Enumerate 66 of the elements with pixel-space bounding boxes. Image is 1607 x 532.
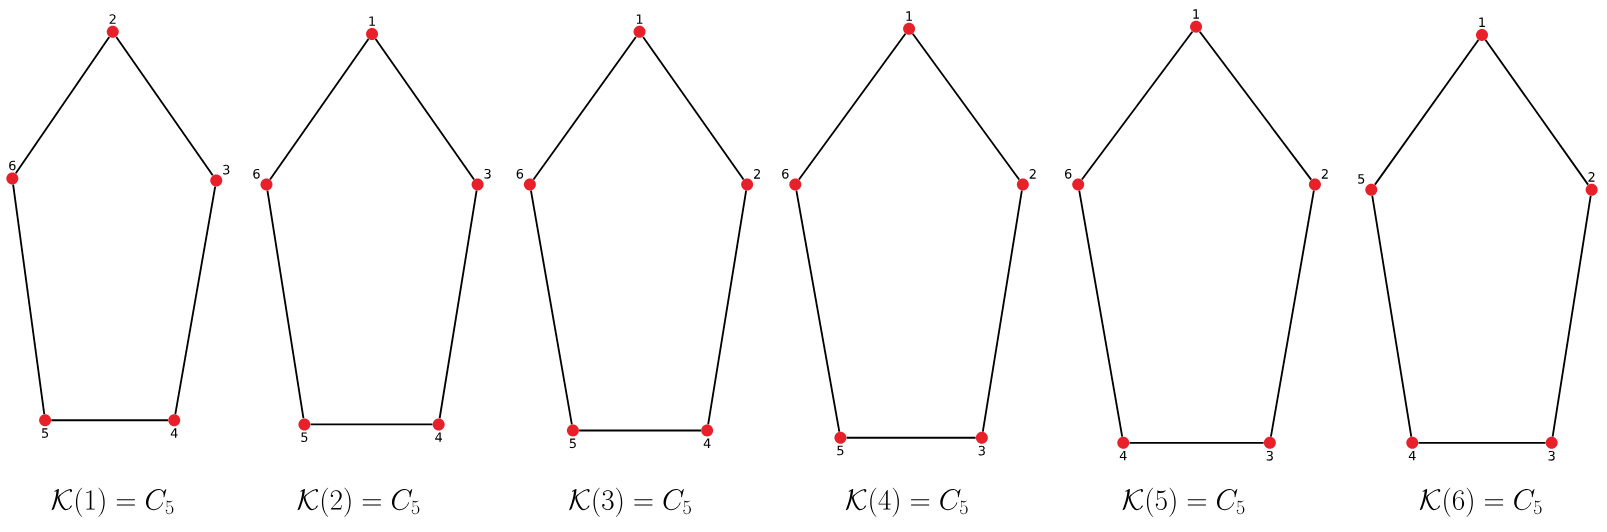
- vertex-label: 1: [1193, 9, 1199, 19]
- vertex-label: 2: [1029, 169, 1036, 179]
- edge-line: [1078, 189, 1124, 438]
- edge-line: [1484, 39, 1589, 186]
- edge-line: [530, 189, 573, 426]
- edge-line: [374, 38, 475, 181]
- vertex-label: 5: [42, 428, 49, 438]
- edge-line: [1374, 39, 1480, 186]
- edge-line: [1198, 30, 1313, 181]
- edge-line: [798, 32, 907, 181]
- vertex-label: 6: [516, 168, 524, 179]
- edge-line: [50, 419, 169, 422]
- vertex-label: 4: [703, 438, 711, 448]
- vertex-label: 6: [1064, 168, 1072, 179]
- edge-line: [1081, 30, 1194, 181]
- vertex-label: 4: [435, 432, 443, 442]
- vertex-label: 1: [906, 11, 912, 21]
- vertex-label: 3: [1266, 450, 1273, 461]
- vertex-label: 4: [1408, 450, 1416, 461]
- graph-caption: $\mathcal{K}(4)=C_5$: [845, 487, 968, 517]
- edge-line: [578, 429, 702, 432]
- edge-line: [981, 189, 1023, 433]
- graph-caption: $\mathcal{K}(3)=C_5$: [569, 487, 691, 517]
- edge-line: [845, 436, 977, 439]
- edge-line: [1551, 194, 1592, 438]
- vertex-label: 5: [301, 432, 308, 442]
- edge-line: [707, 189, 748, 426]
- vertex-label: 3: [1548, 450, 1555, 461]
- edge-line: [1417, 441, 1547, 444]
- edge-line: [174, 185, 217, 416]
- edge-line: [1270, 189, 1315, 438]
- vertex-label: 4: [1119, 450, 1127, 461]
- vertex-label: 6: [253, 168, 260, 179]
- edge-line: [14, 36, 111, 175]
- edge-line: [911, 32, 1021, 181]
- vertex-label: 2: [1588, 172, 1595, 182]
- vertex-label: 3: [484, 168, 491, 179]
- vertex-label: 6: [782, 168, 789, 179]
- vertex-label: 2: [1321, 169, 1328, 179]
- edge-line: [269, 38, 370, 181]
- vertex-label: 4: [170, 428, 178, 438]
- edge-line: [115, 36, 214, 177]
- edge-line: [532, 36, 637, 181]
- vertex-label: 3: [978, 445, 985, 456]
- graph-caption: $\mathcal{K}(6)=C_5$: [1419, 487, 1542, 517]
- edge-line: [795, 189, 841, 433]
- edge-line: [309, 423, 434, 426]
- edge-line: [1128, 441, 1265, 444]
- edge-line: [12, 183, 46, 416]
- edge-line: [642, 36, 745, 181]
- vertex-label: 5: [569, 438, 576, 449]
- vertex-label: 1: [636, 14, 643, 24]
- edge-line: [1371, 194, 1413, 438]
- vertex-label: 6: [9, 160, 16, 171]
- vertex-label: 2: [109, 14, 116, 24]
- vertex-label: 5: [837, 445, 844, 456]
- vertex-label: 1: [369, 16, 375, 26]
- graph-caption: $\mathcal{K}(1)=C_5$: [51, 487, 174, 517]
- graph-caption: $\mathcal{K}(5)=C_5$: [1122, 487, 1245, 517]
- edge-line: [438, 189, 478, 420]
- vertex-label: 2: [754, 169, 760, 179]
- graph-caption: $\mathcal{K}(2)=C_5$: [297, 487, 420, 517]
- edge-line: [266, 189, 305, 420]
- vertex-label: 5: [1358, 174, 1365, 184]
- vertex-label: 3: [223, 164, 230, 175]
- vertex-label: 1: [1479, 17, 1485, 27]
